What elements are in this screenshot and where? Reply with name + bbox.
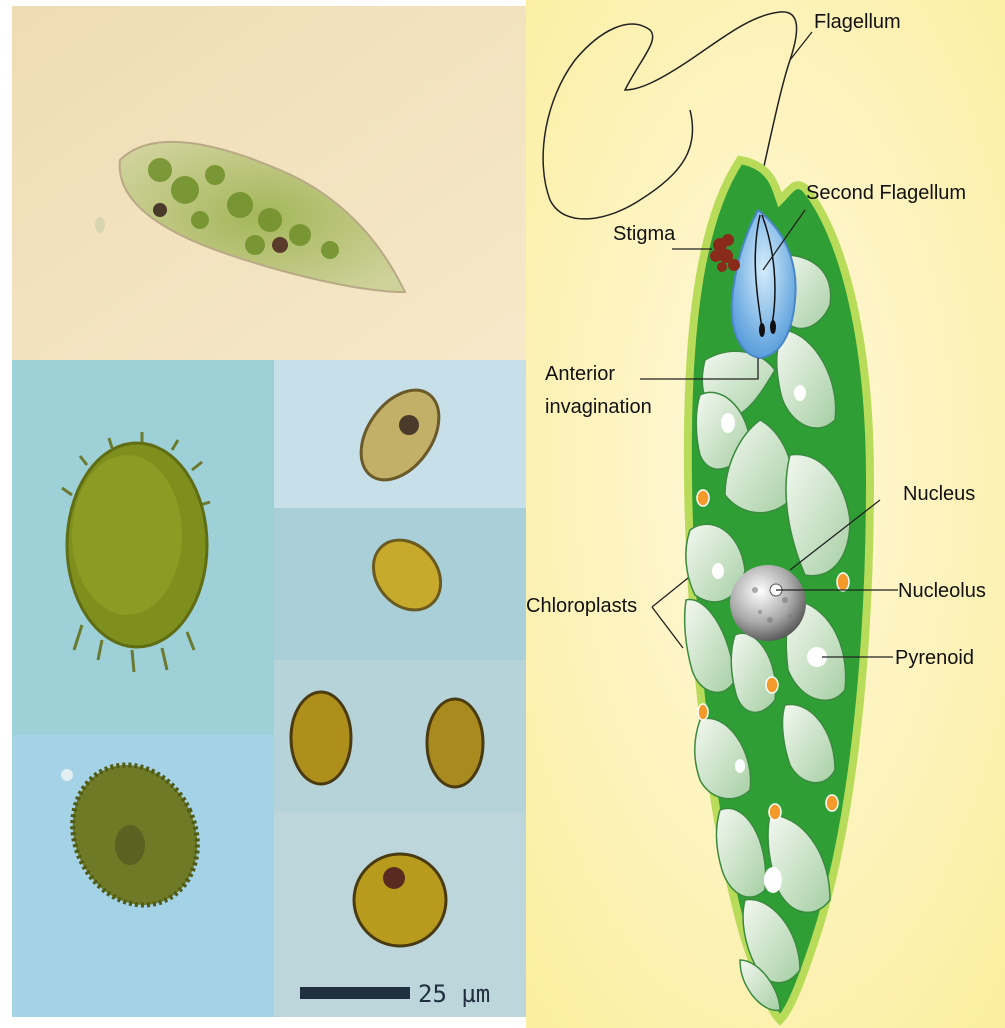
photo-collage: 25 µm bbox=[0, 0, 526, 1028]
oval-cyst-micrograph bbox=[12, 735, 274, 1017]
label-chloroplasts: Chloroplasts bbox=[526, 595, 637, 617]
nucleus bbox=[730, 565, 806, 641]
label-stigma: Stigma bbox=[613, 223, 676, 245]
label-pyrenoid: Pyrenoid bbox=[895, 647, 974, 669]
label-flagellum: Flagellum bbox=[814, 11, 901, 33]
label-nucleolus: Nucleolus bbox=[898, 580, 986, 602]
label-second-flagellum: Second Flagellum bbox=[806, 182, 966, 204]
scale-bar bbox=[300, 987, 410, 999]
label-anterior: Anterior bbox=[545, 363, 615, 385]
label-nucleus: Nucleus bbox=[903, 483, 975, 505]
euglena-micrograph bbox=[0, 0, 526, 360]
small-cysts-micrograph bbox=[274, 360, 526, 1017]
scale-bar-label: 25 µm bbox=[418, 980, 490, 1008]
label-invagination: invagination bbox=[545, 396, 652, 418]
euglena-diagram: Flagellum Second Flagellum Stigma Anteri… bbox=[526, 0, 1005, 1028]
spiny-cyst-micrograph bbox=[12, 360, 274, 735]
